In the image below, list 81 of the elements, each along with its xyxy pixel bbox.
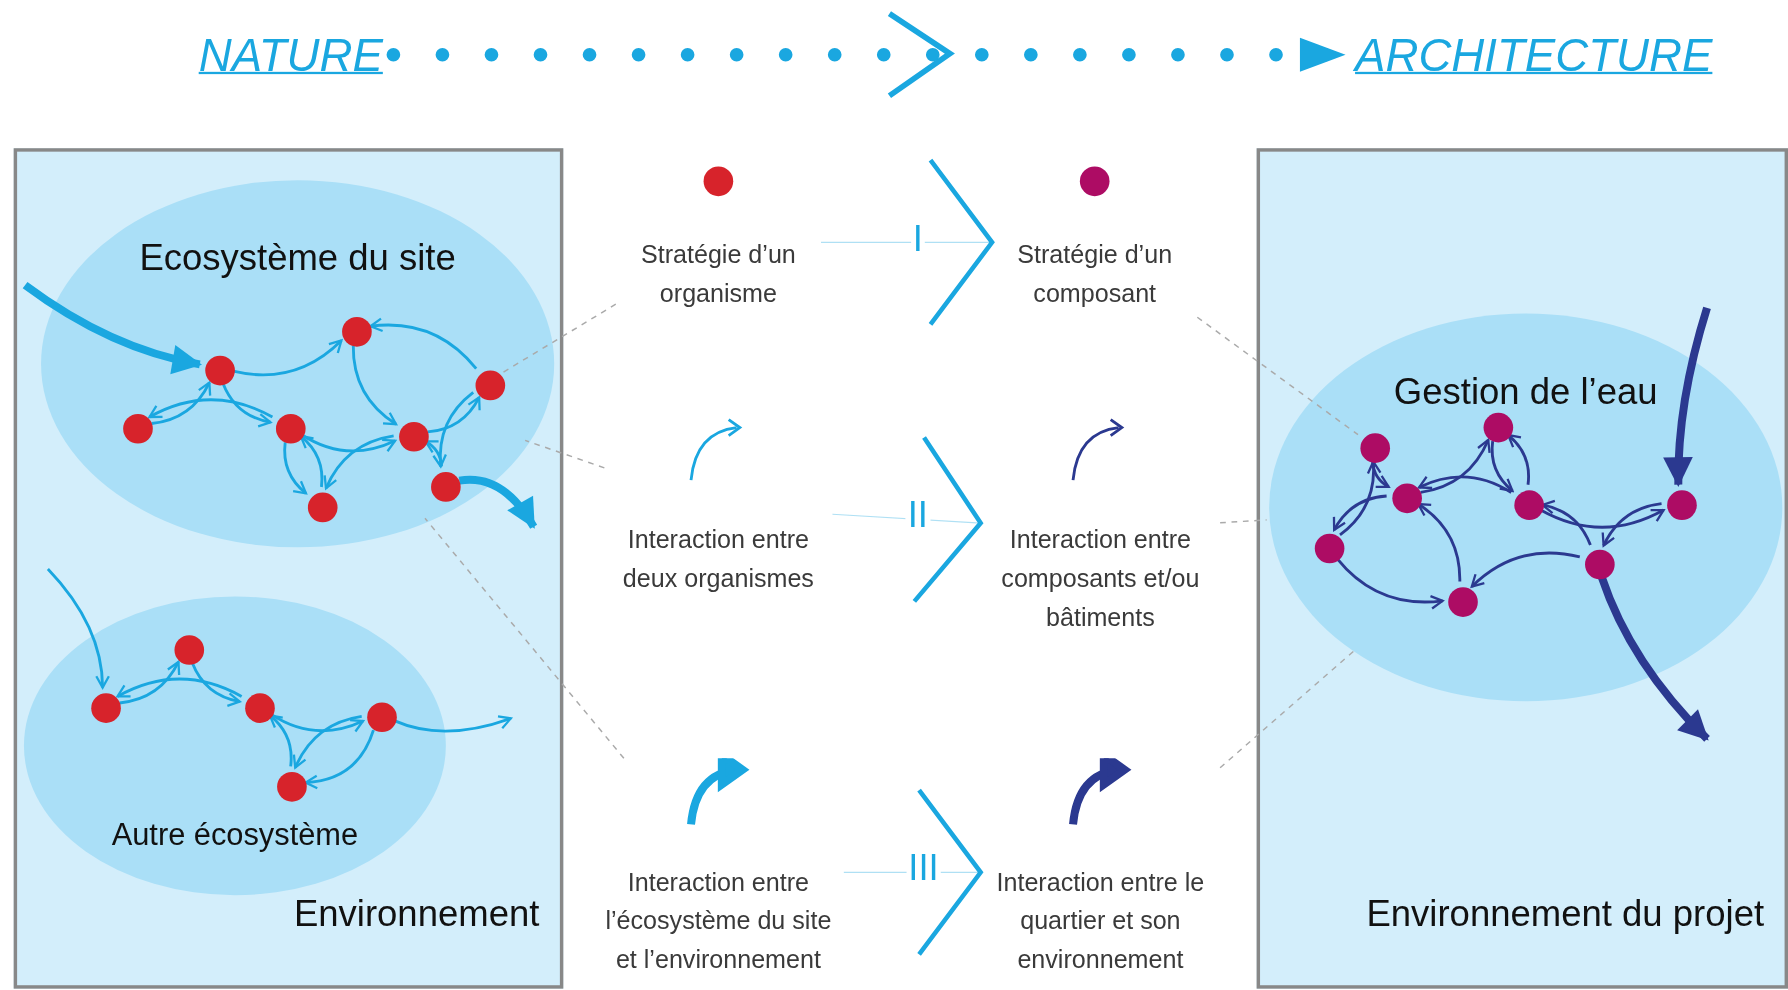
node-dot — [1360, 433, 1391, 463]
arrow — [1335, 557, 1444, 610]
node-dot — [91, 693, 121, 723]
item-label: Interaction entre deux organismes — [621, 524, 815, 595]
node-dot — [431, 472, 461, 502]
ellipse-title: Gestion de l’eau — [1392, 370, 1659, 413]
leader-line — [1219, 649, 1356, 769]
panel-title: Environnement du projet — [1366, 892, 1765, 936]
heading-text: NATURE — [188, 25, 394, 85]
arrow — [432, 391, 475, 468]
arrow — [283, 442, 308, 495]
arrow — [1663, 306, 1711, 487]
arrow — [424, 440, 443, 467]
chevron-arrow — [831, 435, 983, 604]
node-dot — [1392, 483, 1422, 514]
arrow — [22, 281, 202, 374]
leader-line — [424, 517, 625, 760]
arrow — [1339, 460, 1382, 537]
node-dot — [367, 702, 397, 733]
arrow — [304, 729, 375, 789]
arrow — [293, 714, 362, 769]
arrow — [233, 339, 343, 377]
node-dot — [1314, 533, 1345, 564]
arrow — [46, 568, 110, 689]
node-dot — [123, 413, 153, 444]
node-dot — [1514, 490, 1544, 520]
arrow — [351, 345, 398, 426]
item-label: Interaction entre l’écosystème du site et l’environnement — [604, 866, 833, 976]
node-dot — [307, 492, 338, 523]
arrow — [1602, 502, 1662, 547]
arrow — [221, 382, 272, 428]
leader-line — [524, 439, 606, 469]
leader-line — [500, 303, 617, 374]
arrow — [1420, 438, 1491, 494]
arrow — [324, 434, 394, 490]
arrow — [116, 677, 243, 698]
environment-panel — [1256, 148, 1788, 989]
chevron-arrow — [820, 157, 995, 327]
node-dot — [1585, 549, 1615, 580]
node-dot — [399, 421, 429, 452]
arrow — [1417, 502, 1462, 582]
arrow — [1332, 494, 1387, 532]
node-dot — [245, 693, 275, 723]
arrow — [1507, 433, 1530, 485]
arrow — [1540, 508, 1665, 529]
arrow — [299, 434, 324, 488]
arrow — [1598, 575, 1710, 742]
arrow — [190, 661, 241, 707]
arrow — [1470, 551, 1581, 588]
item-label: Stratégie d’un organisme — [640, 239, 797, 310]
node-dot — [205, 355, 235, 386]
node-dot — [475, 370, 506, 401]
node-dot — [174, 635, 205, 665]
item-label: Stratégie d’un composant — [1016, 239, 1174, 310]
arrow — [369, 317, 478, 370]
arrow — [1541, 500, 1592, 546]
environment-panel — [13, 148, 564, 989]
chevron-arrow — [843, 787, 983, 957]
arrow — [151, 381, 211, 425]
node-dot — [1448, 587, 1478, 617]
node-dot — [342, 317, 372, 347]
arrow — [119, 660, 180, 705]
leader-line — [1219, 519, 1268, 524]
arrow — [393, 714, 512, 733]
arrow — [148, 398, 274, 419]
node-dot — [275, 413, 306, 444]
arrow — [1490, 441, 1514, 493]
ellipse-title: Ecosystème du site — [138, 237, 457, 280]
leader-line — [1196, 316, 1359, 436]
arrow — [1418, 475, 1512, 494]
arrow — [268, 714, 293, 767]
node-dot — [1667, 490, 1697, 520]
item-label: Interaction entre le quartier et son environnement — [995, 866, 1206, 976]
ellipse-title: Autre écosystème — [110, 817, 360, 853]
node-dot — [277, 772, 307, 802]
panel-title: Environnement — [293, 892, 540, 936]
node-dot — [1483, 412, 1514, 443]
arrow — [427, 396, 481, 434]
arrow — [458, 475, 538, 529]
item-label: Interaction entre composants et/ou bâtiments — [1000, 524, 1201, 634]
heading-text: ARCHITECTURE — [1345, 25, 1722, 85]
